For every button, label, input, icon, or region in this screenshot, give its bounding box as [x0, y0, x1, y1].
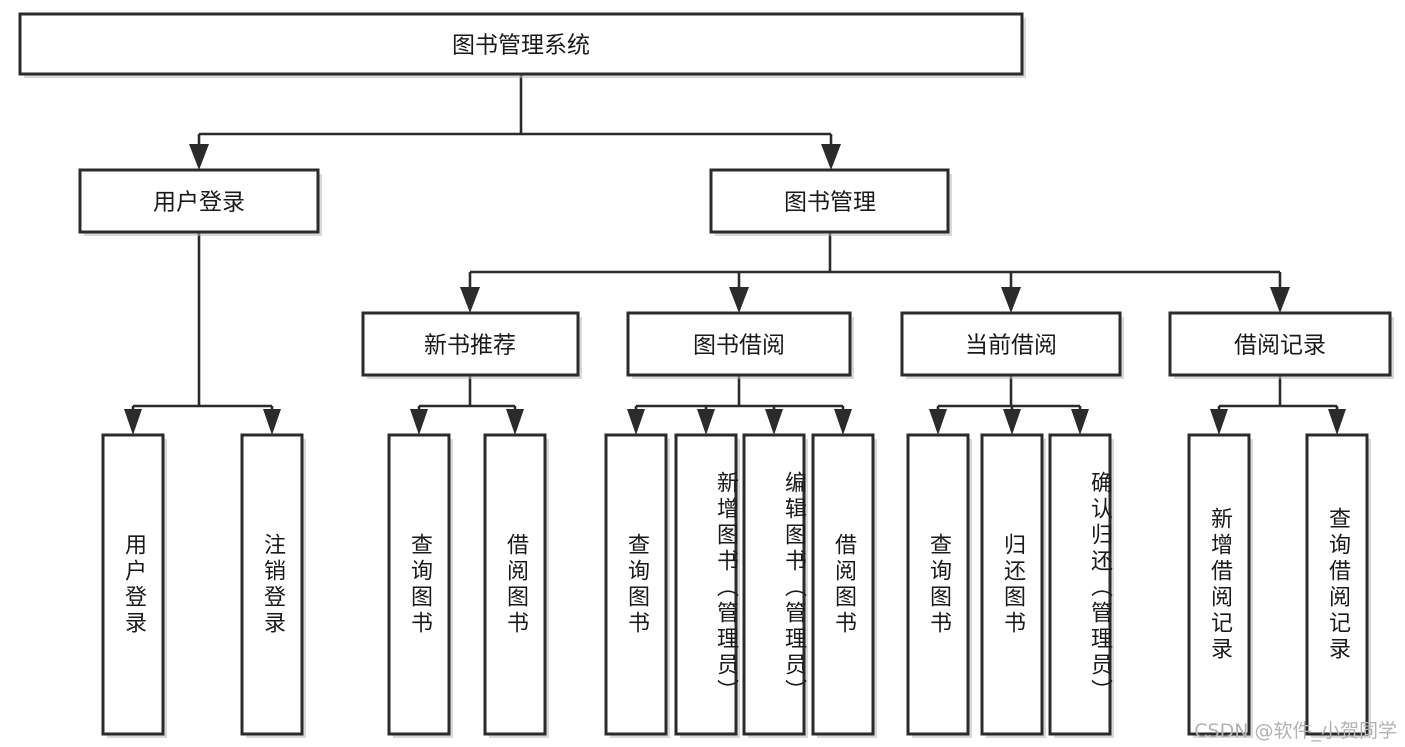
- leaf-node-query-book-current[interactable]: [906, 433, 972, 738]
- arrow-to-leaf-borrow-book-2: [834, 409, 852, 435]
- arrow-to-book-management: [821, 144, 841, 170]
- node-book-borrow-label: 图书借阅: [693, 333, 785, 359]
- node-new-book-recommend[interactable]: 新书推荐: [361, 311, 582, 379]
- leaf-node-query-book-recommend[interactable]: [387, 433, 453, 738]
- leaf-node-query-borrow-record[interactable]: [1305, 433, 1371, 738]
- csdn-watermark: CSDN @软件_小贺同学: [1194, 720, 1397, 742]
- arrow-to-user-login: [189, 144, 209, 170]
- edge-user-login-bus: [131, 232, 274, 412]
- node-book-management[interactable]: 图书管理: [709, 168, 952, 236]
- node-current-borrow-label: 当前借阅: [965, 333, 1057, 359]
- node-current-borrow[interactable]: 当前借阅: [900, 311, 1124, 379]
- arrow-to-leaf-add-borrow-record: [1210, 409, 1228, 435]
- arrow-to-borrow-record: [1270, 287, 1290, 313]
- arrow-to-leaf-query-borrow-record: [1328, 409, 1346, 435]
- leaf-node-logout[interactable]: [240, 433, 306, 738]
- arrow-to-leaf-query-book-1: [410, 409, 428, 435]
- leaf-node-edit-book[interactable]: [742, 433, 808, 738]
- leaf-node-query-book-borrow[interactable]: [604, 433, 670, 738]
- edge-book-management-bus: [468, 232, 1282, 288]
- edges-layer: [124, 74, 1346, 435]
- arrow-to-current-borrow: [1001, 287, 1021, 313]
- arrow-to-leaf-confirm-return: [1071, 409, 1089, 435]
- leaf-node-add-book[interactable]: [674, 433, 740, 738]
- edge-new-book-recommend-bus: [417, 375, 517, 412]
- node-book-management-label: 图书管理: [784, 190, 876, 216]
- node-borrow-record[interactable]: 借阅记录: [1168, 311, 1394, 379]
- nodes-layer: 图书管理系统 用户登录 图书管理 新书推荐: [18, 12, 1394, 738]
- leaf-node-return-book[interactable]: [980, 433, 1046, 738]
- leaf-node-confirm-return[interactable]: [1048, 433, 1114, 738]
- leaf-node-borrow-book[interactable]: [811, 433, 877, 738]
- arrow-to-new-book-recommend: [460, 287, 480, 313]
- edge-borrow-record-bus: [1217, 375, 1339, 412]
- arrow-to-leaf-borrow-book-1: [506, 409, 524, 435]
- node-root-label: 图书管理系统: [452, 33, 590, 59]
- edge-current-borrow-bus: [936, 375, 1082, 412]
- node-new-book-recommend-label: 新书推荐: [424, 333, 516, 359]
- arrow-to-leaf-user-login: [124, 409, 142, 435]
- leaf-node-borrow-book-recommend[interactable]: [483, 433, 549, 738]
- arrow-to-leaf-query-book-2: [627, 409, 645, 435]
- node-user-login[interactable]: 用户登录: [78, 168, 322, 236]
- arrow-to-leaf-return-book: [1003, 409, 1021, 435]
- node-borrow-record-label: 借阅记录: [1234, 333, 1326, 359]
- arrow-to-leaf-query-book-3: [929, 409, 947, 435]
- arrow-to-leaf-edit-book: [765, 409, 783, 435]
- arrow-to-leaf-logout: [263, 409, 281, 435]
- arrow-to-book-borrow: [729, 287, 749, 313]
- node-book-borrow[interactable]: 图书借阅: [626, 311, 854, 379]
- edge-book-borrow-bus: [634, 375, 845, 412]
- node-user-login-label: 用户登录: [153, 190, 245, 216]
- leaf-node-add-borrow-record[interactable]: [1187, 433, 1253, 738]
- edge-root-to-level2-bus: [197, 74, 833, 150]
- node-root[interactable]: 图书管理系统: [18, 12, 1026, 78]
- leaf-node-user-login[interactable]: [101, 433, 167, 738]
- arrow-to-leaf-add-book: [697, 409, 715, 435]
